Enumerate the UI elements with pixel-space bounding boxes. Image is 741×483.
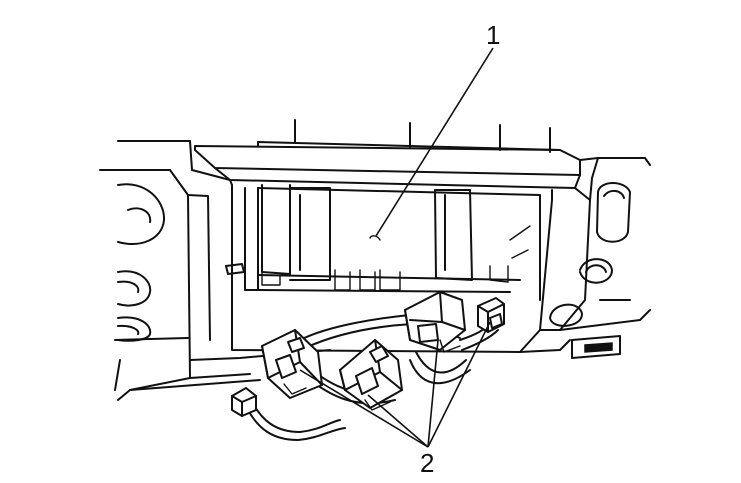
connector-left bbox=[261, 329, 323, 399]
top-rail bbox=[194, 119, 581, 189]
callout-number-1: 1 bbox=[486, 20, 501, 50]
leader-line-2d bbox=[427, 321, 491, 448]
leader-line-2b bbox=[367, 394, 429, 448]
connector-pigtail bbox=[231, 387, 257, 417]
module-frame bbox=[225, 184, 553, 353]
connector-middle bbox=[339, 339, 403, 411]
leader-line-1 bbox=[375, 47, 494, 237]
connector-small-right bbox=[477, 297, 505, 333]
callout-number-2: 2 bbox=[420, 448, 435, 478]
right-dash-bracket bbox=[519, 157, 651, 359]
callout-leaders bbox=[299, 47, 494, 448]
left-dash-bracket bbox=[99, 140, 233, 401]
connector-upper-right bbox=[404, 291, 466, 353]
leader-line-2a bbox=[299, 369, 429, 448]
leader-line-2c bbox=[427, 339, 439, 448]
